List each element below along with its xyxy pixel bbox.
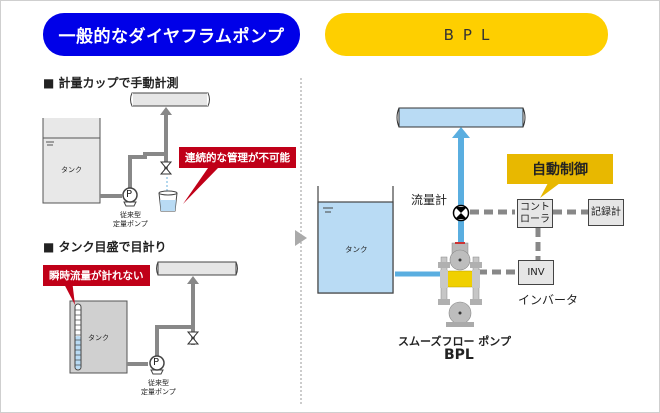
inverter-label: インバータ — [518, 293, 579, 307]
measuring-cup-icon — [158, 190, 178, 212]
bpl-pump-image — [438, 242, 482, 327]
section2-title: ■ タンク目盛で目計り — [43, 240, 167, 254]
section1-diagram — [42, 92, 218, 212]
section2-pump-label-line2: 定量ポンプ — [141, 388, 176, 396]
arrow-up-icon — [160, 107, 172, 115]
arrow-up-icon — [452, 127, 470, 138]
section1-tank-label: タンク — [61, 166, 82, 174]
pump-name: スムーズフロー ポンプ — [398, 335, 511, 348]
header-bpl-label: BPL — [443, 25, 499, 44]
valve-icon — [186, 331, 200, 345]
flowmeter-label: 流量計 — [411, 193, 448, 207]
level-gauge-icon — [74, 303, 82, 371]
recorder-box: 記録計 — [588, 199, 624, 226]
arrow-up-icon — [187, 276, 199, 284]
bpl-diagram — [317, 107, 588, 327]
inverter-box: INV — [518, 260, 554, 285]
bpl-tank-label: タンク — [345, 245, 368, 254]
arrow-right-icon — [295, 230, 307, 246]
section2-diagram — [62, 261, 238, 375]
bpl-tank — [317, 201, 394, 294]
pump-model: BPL — [444, 347, 474, 363]
signal-lines — [470, 209, 588, 275]
pump-icon — [149, 355, 165, 375]
header-general-pump-label: 一般的なダイヤフラムポンプ — [58, 27, 285, 47]
section1-title: ■ 計量カップで手動計測 — [43, 76, 179, 90]
pump-icon — [122, 187, 138, 207]
section2-pump-symbol: P — [153, 357, 160, 368]
section2-tank-label: タンク — [88, 334, 109, 342]
valve-icon — [159, 161, 173, 175]
section2-callout: 瞬時流量が計れない — [43, 265, 150, 286]
section1-pump-symbol: P — [126, 189, 133, 200]
auto-control-callout: 自動制御 — [507, 154, 613, 184]
controller-label-line2: ローラ — [520, 213, 550, 225]
section1-outlet-pipe — [131, 92, 209, 107]
section1-pump-label-line2: 定量ポンプ — [113, 220, 148, 228]
section1-callout: 連続的な管理が不可能 — [179, 147, 296, 168]
section2-pump-label-line1: 従来型 — [148, 379, 169, 387]
controller-box: コントローラ — [517, 199, 553, 228]
header-general-pump: 一般的なダイヤフラムポンプ — [43, 13, 300, 56]
controller-label-line1: コント — [520, 202, 550, 213]
section2-outlet-pipe — [157, 261, 237, 276]
flowmeter-icon — [452, 204, 470, 222]
header-bpl: BPL — [325, 13, 608, 56]
bpl-outlet-pipe — [398, 107, 524, 128]
section1-pump-label-line1: 従来型 — [120, 211, 141, 219]
